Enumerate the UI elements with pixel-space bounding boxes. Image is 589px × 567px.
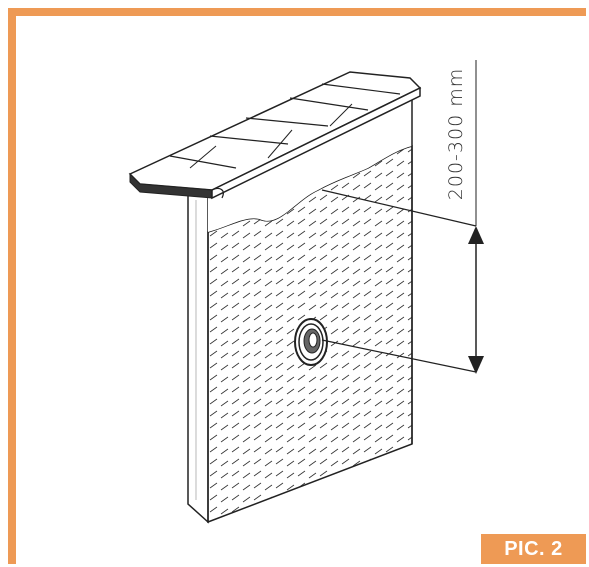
pool-light-fitting [294, 318, 328, 366]
coping-stones [128, 71, 422, 200]
picture-label: PIC. 2 [481, 534, 586, 564]
dimension-label: 200-300 mm [445, 67, 467, 201]
frame-top-border [8, 8, 586, 16]
frame-left-border [8, 8, 16, 564]
wall-side [187, 185, 209, 524]
dimension-lines [321, 60, 484, 374]
